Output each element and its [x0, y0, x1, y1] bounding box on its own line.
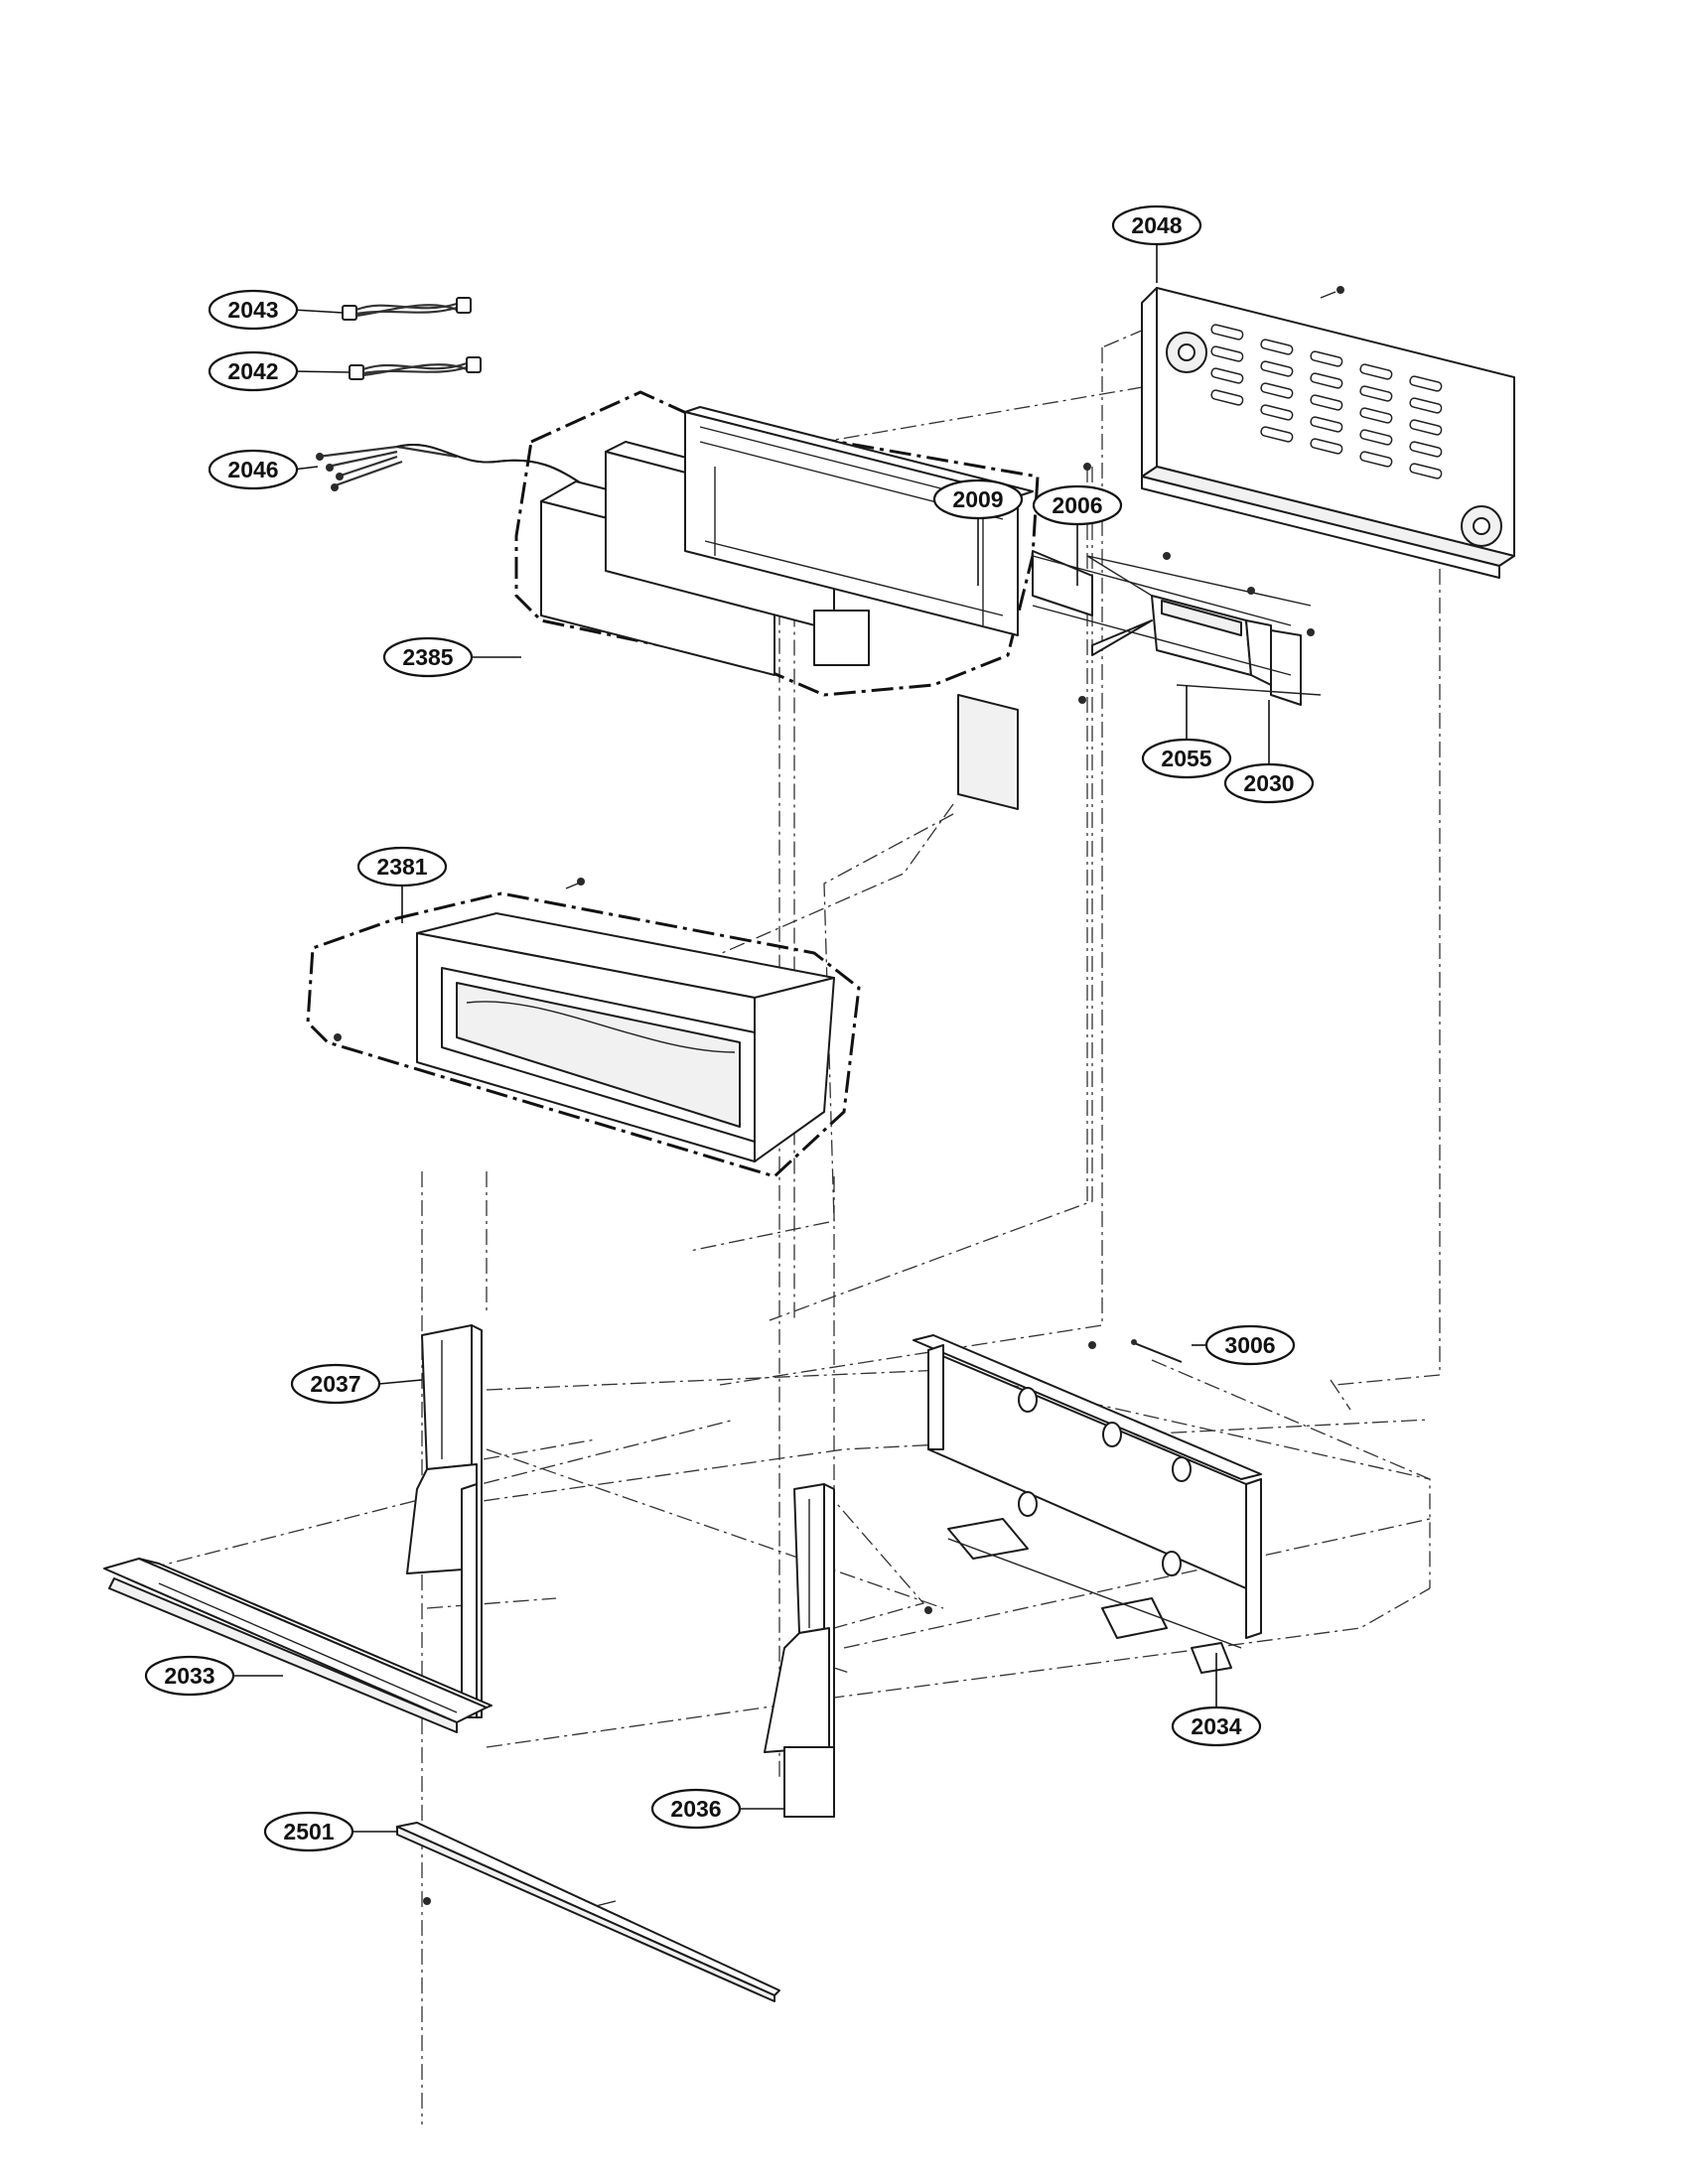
part-left-side-bracket — [406, 1324, 483, 1718]
callout-label: 2046 — [227, 457, 278, 482]
part-wire-harness-2042 — [349, 356, 482, 380]
callout-label: 2009 — [952, 486, 1003, 512]
part-control-board-bracket — [1032, 463, 1322, 706]
callout-label: 2030 — [1243, 770, 1294, 796]
callout-2048: 2048 — [1111, 205, 1202, 246]
callout-2006: 2006 — [1032, 484, 1123, 526]
callout-label: 2034 — [1191, 1713, 1241, 1739]
part-rear-vent-panel — [1141, 286, 1515, 579]
callout-label: 2006 — [1052, 492, 1102, 518]
callout-2043: 2043 — [208, 289, 299, 331]
part-right-side-bracket — [764, 1483, 835, 1818]
callout-2042: 2042 — [208, 350, 299, 392]
callout-label: 2033 — [164, 1663, 214, 1689]
screw-icon — [1320, 286, 1344, 299]
screw-icon — [423, 1897, 431, 1905]
callout-label: 2037 — [310, 1371, 360, 1397]
callout-2381: 2381 — [356, 846, 448, 887]
part-display-frame-group — [306, 878, 861, 1178]
part-front-bottom-trim — [103, 1558, 492, 1733]
callout-label: 2381 — [376, 854, 427, 880]
part-control-panel-group — [514, 390, 1040, 810]
callout-2030: 2030 — [1223, 762, 1315, 804]
leader-lines — [233, 243, 1270, 1833]
screw-icon — [1078, 463, 1315, 704]
part-rear-cross-brace — [913, 1334, 1262, 1674]
callout-label: 3006 — [1224, 1332, 1275, 1358]
callout-2055: 2055 — [1141, 738, 1232, 779]
callout-2046: 2046 — [208, 449, 299, 490]
callout-3006: 3006 — [1204, 1324, 1296, 1366]
callout-2034: 2034 — [1171, 1706, 1262, 1747]
callout-2033: 2033 — [144, 1655, 235, 1697]
part-wire-harness-2043 — [342, 297, 472, 321]
callout-label: 2042 — [227, 358, 278, 384]
vent-slots — [1210, 324, 1443, 479]
callout-2385: 2385 — [382, 636, 474, 678]
callout-label: 2036 — [670, 1796, 721, 1822]
callout-label: 2048 — [1131, 212, 1182, 238]
callout-label: 2385 — [402, 644, 453, 670]
part-lower-trim-strip — [396, 1822, 780, 2002]
callout-label: 2501 — [283, 1819, 334, 1844]
screw-icon — [924, 1341, 1096, 1614]
callout-2037: 2037 — [290, 1363, 381, 1405]
callout-2036: 2036 — [650, 1788, 742, 1830]
callout-2501: 2501 — [263, 1811, 354, 1852]
callout-label: 2055 — [1161, 746, 1211, 771]
callout-2009: 2009 — [932, 478, 1024, 520]
part-clip — [1131, 1339, 1183, 1363]
screw-icon — [334, 878, 585, 1041]
callout-label: 2043 — [227, 297, 278, 323]
